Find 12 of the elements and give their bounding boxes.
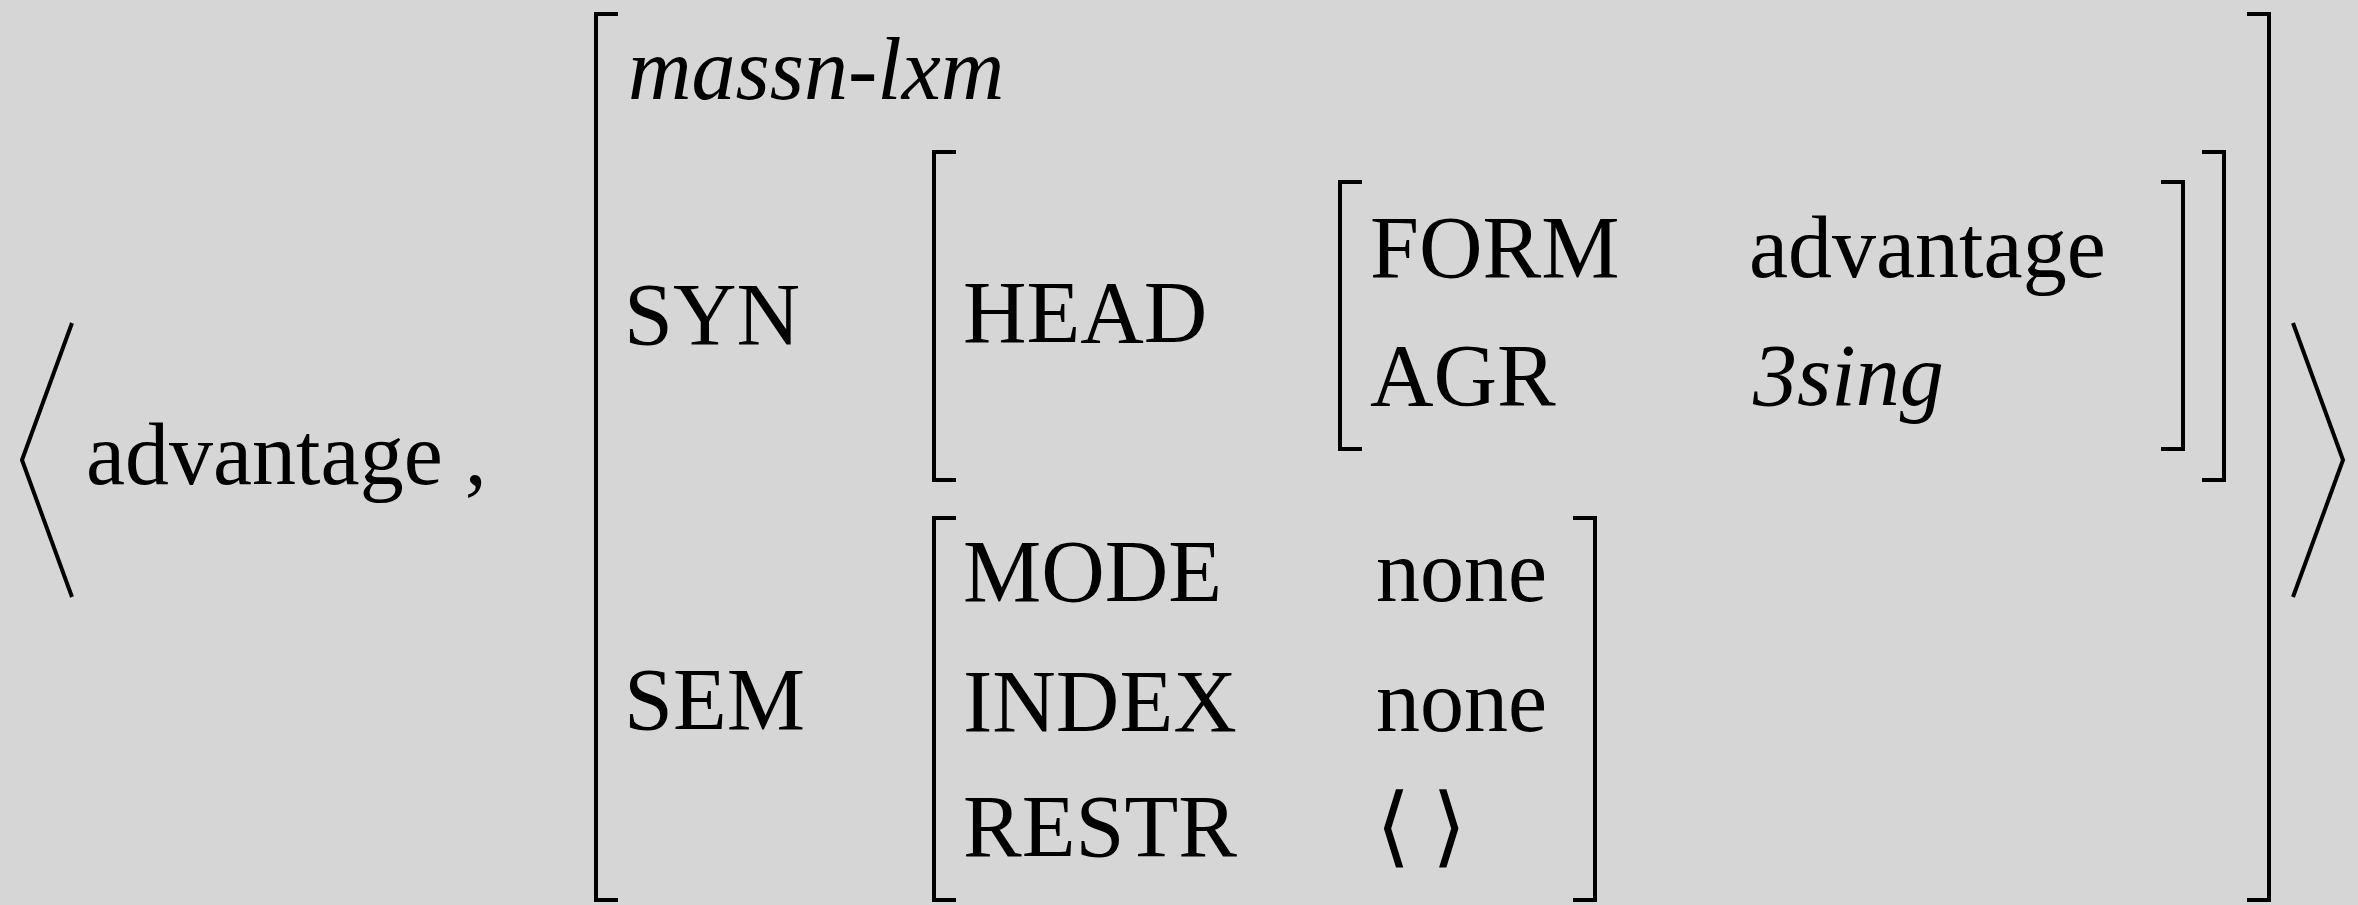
feature-name: AGR (1370, 332, 1556, 420)
feature-name: SYN (624, 271, 801, 359)
feature-name: FORM (1370, 204, 1620, 292)
feature-name: INDEX (963, 658, 1237, 746)
feature-value: none (1376, 528, 1548, 616)
feature-name: HEAD (963, 269, 1208, 357)
type-label: massn-lxm (628, 26, 1005, 114)
feature-value: none (1376, 658, 1548, 746)
feature-name: SEM (624, 656, 805, 744)
feature-value: ⟨ ⟩ (1376, 783, 1466, 871)
feature-name: RESTR (963, 783, 1237, 871)
feature-name: MODE (963, 528, 1223, 616)
